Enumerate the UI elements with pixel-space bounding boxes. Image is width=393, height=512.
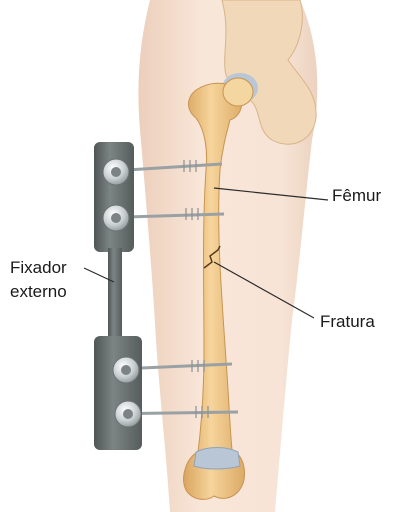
label-fixador-line1: Fixador <box>10 256 67 280</box>
label-fixador-externo: Fixador externo <box>10 256 67 304</box>
label-femur: Fêmur <box>332 185 381 207</box>
knee-cartilage <box>194 448 240 470</box>
external-fixator <box>94 142 142 450</box>
femoral-head <box>223 78 253 106</box>
label-fixador-line2: externo <box>10 280 67 304</box>
label-fratura: Fratura <box>320 311 375 333</box>
